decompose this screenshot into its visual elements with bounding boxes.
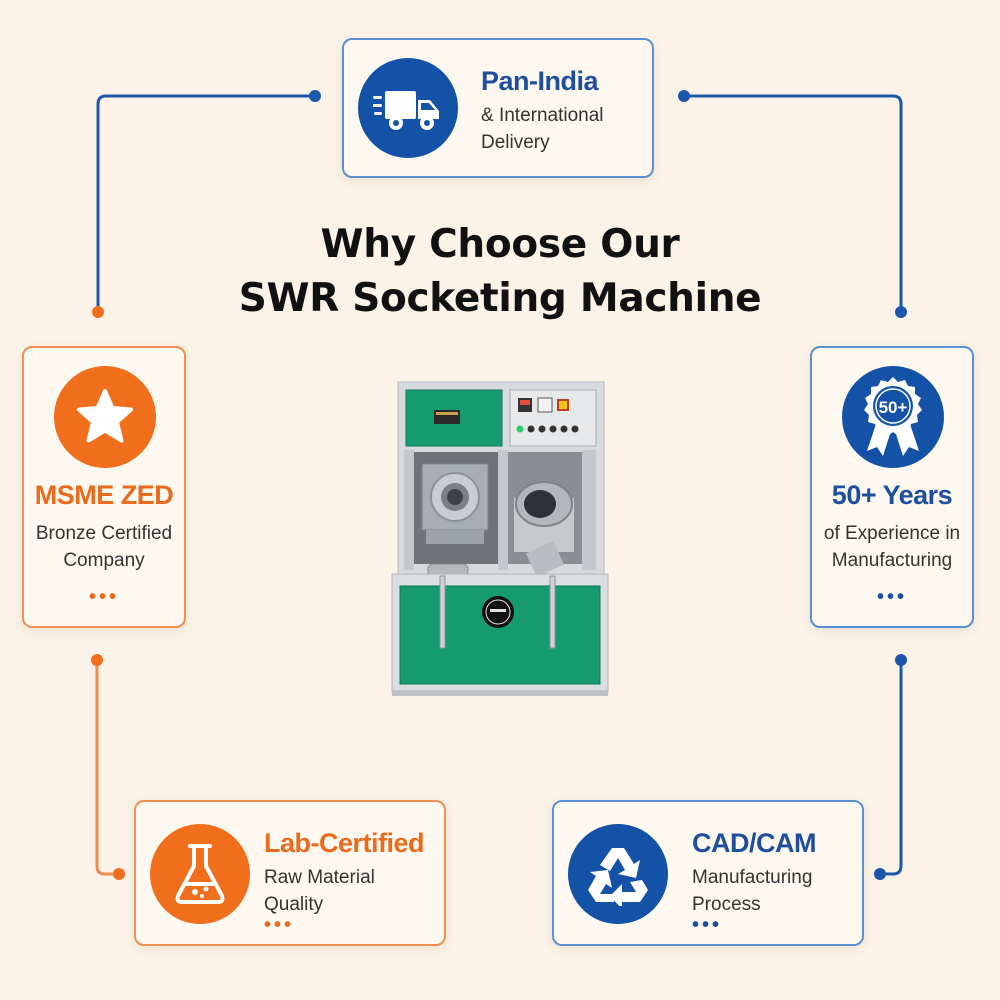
- connector-delivery-msme: [96, 94, 317, 314]
- card-lab-text: Raw Material Quality: [264, 864, 375, 918]
- card-delivery-title: Pan-India: [481, 66, 599, 96]
- connector-experience-cadcam: [878, 658, 903, 876]
- machine-control-buttons: [516, 425, 579, 433]
- connector-dot: [895, 306, 907, 318]
- card-lab-title: Lab-Certified: [264, 828, 425, 858]
- card-experience: 50+ 50+ Years of Experience in Manufactu…: [810, 346, 974, 628]
- card-lab-line2: Quality: [264, 894, 324, 915]
- card-experience-line1: of Experience in: [823, 523, 961, 544]
- card-msme: MSME ZED Bronze Certified Company •••: [22, 346, 186, 628]
- page-title: Why Choose Our SWR Socketing Machine: [150, 218, 850, 326]
- connector-dot: [874, 868, 886, 880]
- card-cadcam-text: Manufacturing Process: [692, 864, 812, 918]
- connector-dot: [678, 90, 690, 102]
- card-cadcam-line1: Manufacturing: [692, 867, 813, 888]
- card-cadcam-dots: •••: [692, 914, 723, 936]
- connector-delivery-experience: [682, 94, 903, 314]
- card-delivery-line1: & International: [481, 105, 604, 126]
- connector-msme-lab: [95, 658, 121, 876]
- machine-lever: [439, 575, 446, 649]
- card-msme-line2: Company: [63, 550, 145, 571]
- award-badge-icon: 50+: [842, 366, 944, 468]
- connector-dot: [895, 654, 907, 666]
- card-delivery-text: & International Delivery: [481, 102, 604, 156]
- card-msme-line1: Bronze Certified: [35, 523, 173, 544]
- title-line-2: SWR Socketing Machine: [238, 276, 762, 321]
- socketing-machine-image: [391, 381, 609, 696]
- card-cadcam-title: CAD/CAM: [692, 828, 817, 858]
- title-line-1: Why Choose Our: [320, 222, 680, 267]
- connector-dot: [91, 654, 103, 666]
- flask-icon: [150, 824, 250, 924]
- card-experience-dots: •••: [876, 586, 907, 608]
- machine-lever: [549, 575, 556, 649]
- card-experience-text: of Experience in Manufacturing: [812, 520, 972, 574]
- card-lab-dots: •••: [264, 914, 295, 936]
- card-msme-dots: •••: [88, 586, 119, 608]
- connector-dot: [113, 868, 125, 880]
- card-cadcam: CAD/CAM Manufacturing Process •••: [552, 800, 864, 946]
- card-experience-line2: Manufacturing: [831, 550, 953, 571]
- card-msme-title: MSME ZED: [34, 480, 174, 510]
- truck-icon: [358, 58, 458, 158]
- card-delivery: Pan-India & International Delivery: [342, 38, 654, 178]
- card-cadcam-line2: Process: [692, 894, 761, 915]
- recycle-icon: [568, 824, 668, 924]
- card-experience-title: 50+ Years: [831, 480, 953, 510]
- card-lab: Lab-Certified Raw Material Quality •••: [134, 800, 446, 946]
- connector-dot: [92, 306, 104, 318]
- badge-label: 50+: [879, 398, 908, 417]
- card-lab-line1: Raw Material: [264, 867, 375, 888]
- card-delivery-line2: Delivery: [481, 132, 550, 153]
- star-icon: [54, 366, 156, 468]
- card-msme-text: Bronze Certified Company: [24, 520, 184, 574]
- connector-dot: [309, 90, 321, 102]
